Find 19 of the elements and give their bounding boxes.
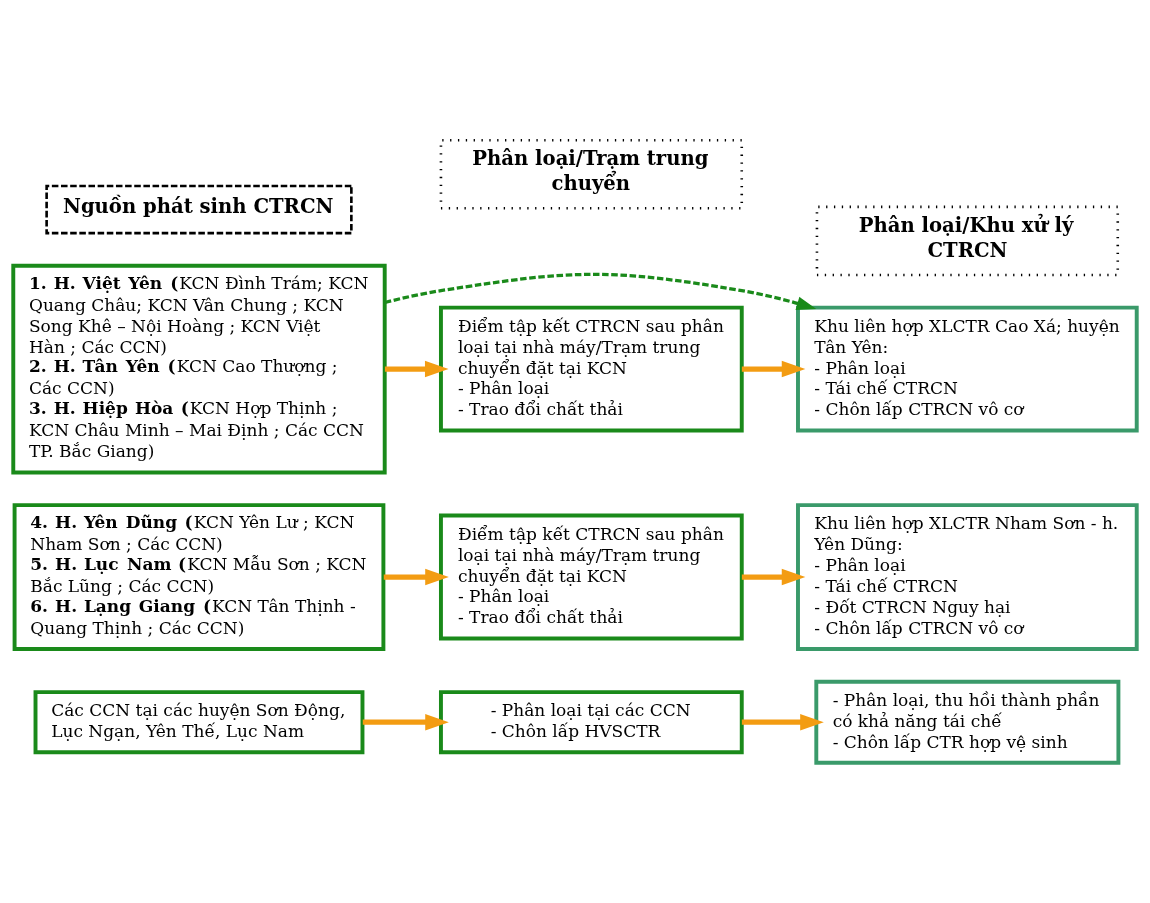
node-box: 1. H. Việt Yên (KCN Đình Trám; KCN Quang Châu; KCN Vân Chung ; KCN Song Khê – Nội Hoàng ; KCN Việt Hàn ; Các CCN) 2. H. Tân Yên (KCN Cao Thượng ; Các CCN) 3. H. Hiệp Hòa (KCN Hợp Thịnh ; KCN Châu Minh – Mai Định ; Các CCN TP. Bắc Giang) — [11, 263, 387, 475]
node-box: Các CCN tại các huyện Sơn Động, Lục Ngạn, Yên Thế, Lục Nam — [33, 690, 365, 755]
node-box: Phân loại/Trạm trung chuyển — [439, 138, 744, 210]
node-box: Điểm tập kết CTRCN sau phân loại tại nhà máy/Trạm trung chuyển đặt tại KCN - Phân loại - Trao đổi chất thải — [439, 513, 744, 641]
node-box: Khu liên hợp XLCTR Cao Xá; huyện Tân Yên: - Phân loại - Tái chế CTRCN - Chôn lấp CTRCN vô cơ — [796, 305, 1139, 433]
arrow — [384, 360, 449, 378]
arrow — [741, 568, 806, 586]
node-box: - Phân loại tại các CCN - Chôn lấp HVSCTR — [439, 690, 744, 755]
arrow — [362, 713, 449, 731]
node-box: Nguồn phát sinh CTRCN — [45, 184, 353, 235]
node-box: Điểm tập kết CTRCN sau phân loại tại nhà máy/Trạm trung chuyển đặt tại KCN - Phân loại - Trao đổi chất thải — [439, 305, 744, 433]
arrow — [383, 568, 449, 586]
arrow — [741, 713, 824, 731]
arrow — [384, 272, 817, 310]
node-box: Phân loại/Khu xử lý CTRCN — [815, 205, 1120, 277]
node-box: - Phân loại, thu hồi thành phần có khả năng tái chế - Chôn lấp CTR hợp vệ sinh — [814, 679, 1121, 765]
node-box: 4. H. Yên Dũng (KCN Yên Lư ; KCN Nham Sơn ; Các CCN) 5. H. Lục Nam (KCN Mẫu Sơn ; KCN Bắc Lũng ; Các CCN) 6. H. Lạng Giang (KCN Tân Thịnh - Quang Thịnh ; Các CCN) — [12, 503, 386, 651]
arrow — [741, 360, 806, 378]
node-box: Khu liên hợp XLCTR Nham Sơn - h. Yên Dũng: - Phân loại - Tái chế CTRCN - Đốt CTRCN Nguy hại - Chôn lấp CTRCN vô cơ — [796, 503, 1139, 651]
